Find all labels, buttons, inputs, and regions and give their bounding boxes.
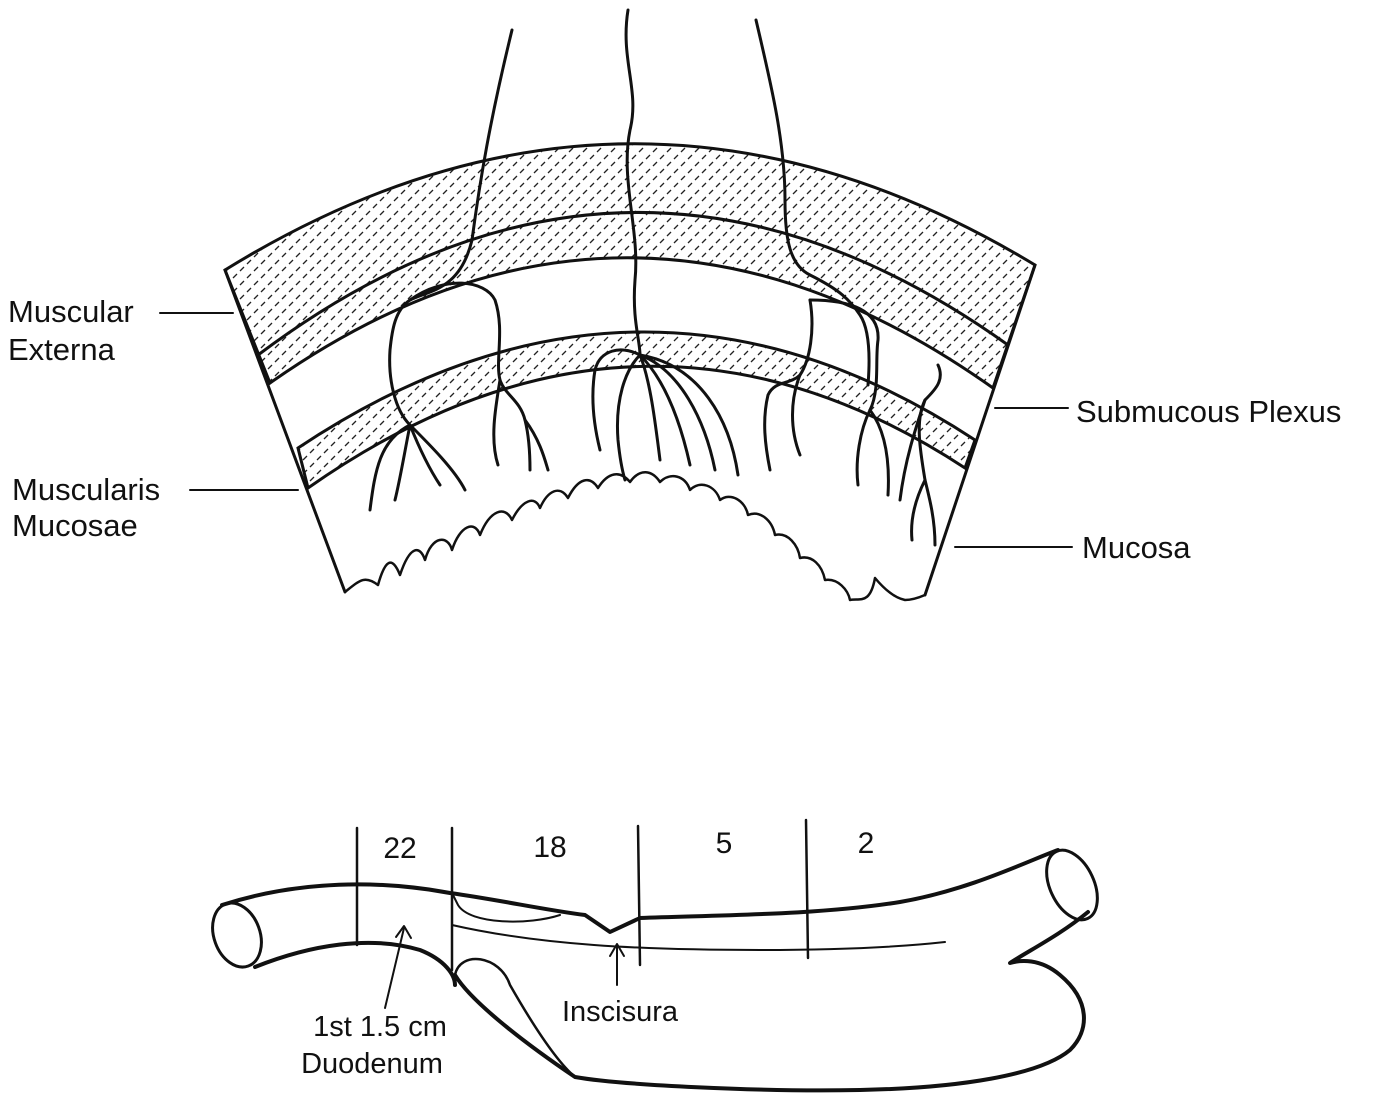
duodenum-label-line1: 1st 1.5 cm bbox=[313, 1011, 447, 1043]
segment-label: 2 bbox=[858, 827, 875, 860]
duodenum-opening bbox=[204, 896, 270, 974]
duodenum-arrow bbox=[385, 926, 411, 1008]
segment-label: 18 bbox=[533, 831, 566, 864]
duodenum-label-line2: Duodenum bbox=[301, 1048, 443, 1080]
mucosa-label: Mucosa bbox=[1082, 530, 1191, 565]
muscular-externa-label-line2: Externa bbox=[8, 332, 116, 367]
muscular-externa-label-line1: Muscular bbox=[8, 294, 134, 329]
segment-label: 5 bbox=[716, 827, 733, 860]
wall-cross-section bbox=[160, 10, 1072, 600]
inscisura-label: Inscisura bbox=[562, 996, 679, 1028]
inscisura-arrow bbox=[610, 944, 624, 985]
muscularis-mucosae-label-line2: Mucosae bbox=[12, 508, 138, 543]
mucosa-edge bbox=[345, 472, 925, 600]
muscularis-mucosae-label-line1: Muscularis bbox=[12, 472, 160, 507]
segment-dividers bbox=[357, 820, 808, 970]
submucous-plexus-label: Submucous Plexus bbox=[1076, 394, 1341, 429]
segment-label: 22 bbox=[383, 832, 416, 865]
